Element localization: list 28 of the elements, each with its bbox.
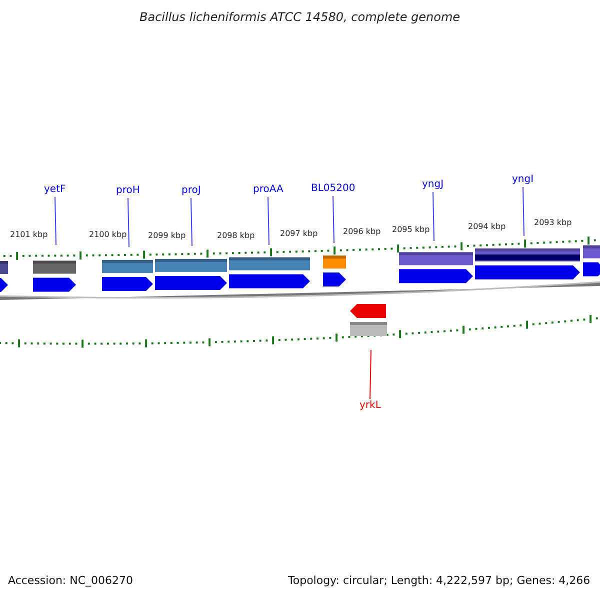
leader-line [370,350,372,400]
gene-label: proAA [253,185,284,195]
gene-label: proJ [182,186,201,196]
gene-label: BL05200 [311,184,356,194]
gene-label: yrkL [360,401,381,411]
leader-line [54,196,56,246]
leader-line [522,186,524,236]
gene-label: proH [116,186,140,196]
gene-label: yngJ [422,180,444,190]
scale-label: 2093 kbp [534,219,572,227]
leader-line [432,192,434,242]
scale-label: 2101 kbp [10,231,48,239]
genome-info-text: Topology: circular; Length: 4,222,597 bp; Genes: 4,266 [288,575,590,586]
leader-line [268,196,270,246]
gene-label: yngI [512,175,534,185]
map-title: Bacillus licheniformis ATCC 14580, complete genome [140,11,460,23]
scale-label: 2096 kbp [343,228,381,236]
scale-label: 2098 kbp [217,232,255,240]
gene-label: yetF [44,185,66,195]
scale-label: 2100 kbp [89,231,127,239]
leader-line [332,196,334,244]
scale-label: 2094 kbp [468,223,506,231]
scale-label: 2097 kbp [280,230,318,238]
scale-label: 2095 kbp [392,226,430,234]
leader-line [190,198,192,246]
scale-label: 2099 kbp [148,232,186,240]
accession-text: Accession: NC_006270 [8,575,134,586]
leader-line [128,198,130,248]
